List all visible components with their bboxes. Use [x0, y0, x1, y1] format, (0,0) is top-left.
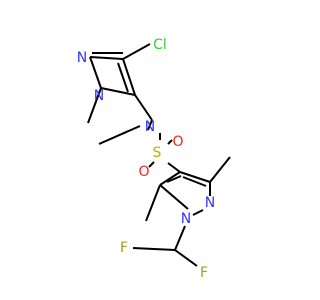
nitrogen-atom: N [205, 195, 215, 211]
bond-s-o2 [148, 161, 155, 168]
bond-nb-n1b [192, 209, 204, 216]
bond-chf2-f1 [132, 247, 176, 251]
bond-c5-n1 [100, 87, 136, 96]
bond-c4-c5b [159, 171, 181, 186]
nitrogen-atom: N [77, 50, 87, 66]
bonds [87, 43, 231, 267]
bond-chf2-f2 [174, 249, 198, 267]
bond-ch2-n [147, 119, 153, 131]
bond-n2-c3 [89, 56, 124, 60]
bond-c4-c3b-inner [182, 176, 207, 187]
atom-labels: Cl N N N S O O N N F F [77, 37, 215, 281]
bond-s-c4 [167, 162, 181, 173]
bond-c4-c3b [179, 171, 211, 183]
fluorine-atom: F [200, 265, 208, 281]
nitrogen-atom: N [181, 211, 191, 227]
bond-c4-c5 [122, 58, 136, 96]
bond-n-methyl [98, 125, 141, 145]
bond-n1-methyl [87, 87, 102, 124]
nitrogen-atom: N [94, 88, 104, 104]
chlorine-atom: Cl [153, 37, 167, 53]
sulfur-atom: S [153, 145, 162, 161]
molecule-structure: Cl N N N S O O N N F F [77, 37, 231, 281]
fluorine-atom: F [120, 240, 128, 256]
bond-c5b-c4-inner [166, 175, 182, 183]
oxygen-atom: O [138, 164, 149, 180]
bond-c4-cl [122, 43, 151, 60]
bond-c5-ch2 [134, 94, 153, 121]
bond-c4-c5-inner [117, 62, 129, 93]
oxygen-atom: O [172, 134, 183, 150]
bond-c3b-methyl [209, 156, 231, 183]
bond-s-o1 [167, 139, 173, 145]
nitrogen-atom: N [145, 119, 155, 135]
bond-c5b-methyl [145, 184, 161, 222]
bond-n1b-chf2 [174, 225, 186, 251]
bond-n1-n2 [89, 56, 102, 89]
bond-n1b-c5b [159, 184, 189, 210]
